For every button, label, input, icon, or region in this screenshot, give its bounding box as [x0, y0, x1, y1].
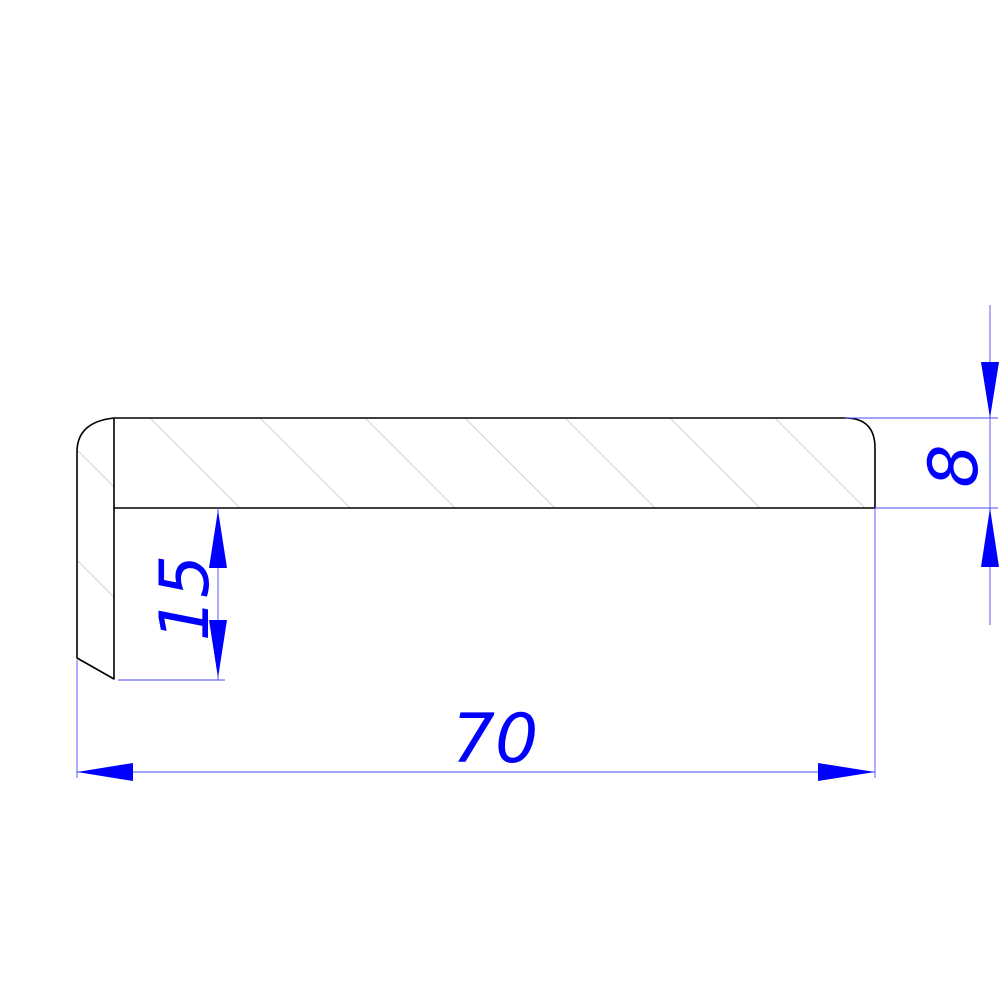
lip-hatching [77, 449, 114, 598]
lip-dimension: 15 [118, 508, 227, 681]
height-arrow-top [981, 362, 999, 418]
width-arrow-right [818, 763, 875, 781]
lip-arrow-bottom [209, 620, 227, 678]
lip-arrow-top [209, 510, 227, 568]
width-dimension: 70 [76, 508, 876, 781]
height-dimension: 8 [845, 305, 999, 625]
height-label: 8 [915, 444, 994, 487]
lip-label: 15 [146, 555, 225, 642]
width-arrow-left [77, 763, 133, 781]
width-label: 70 [452, 700, 539, 779]
height-arrow-bottom [981, 508, 999, 567]
section-hatching [149, 418, 866, 508]
